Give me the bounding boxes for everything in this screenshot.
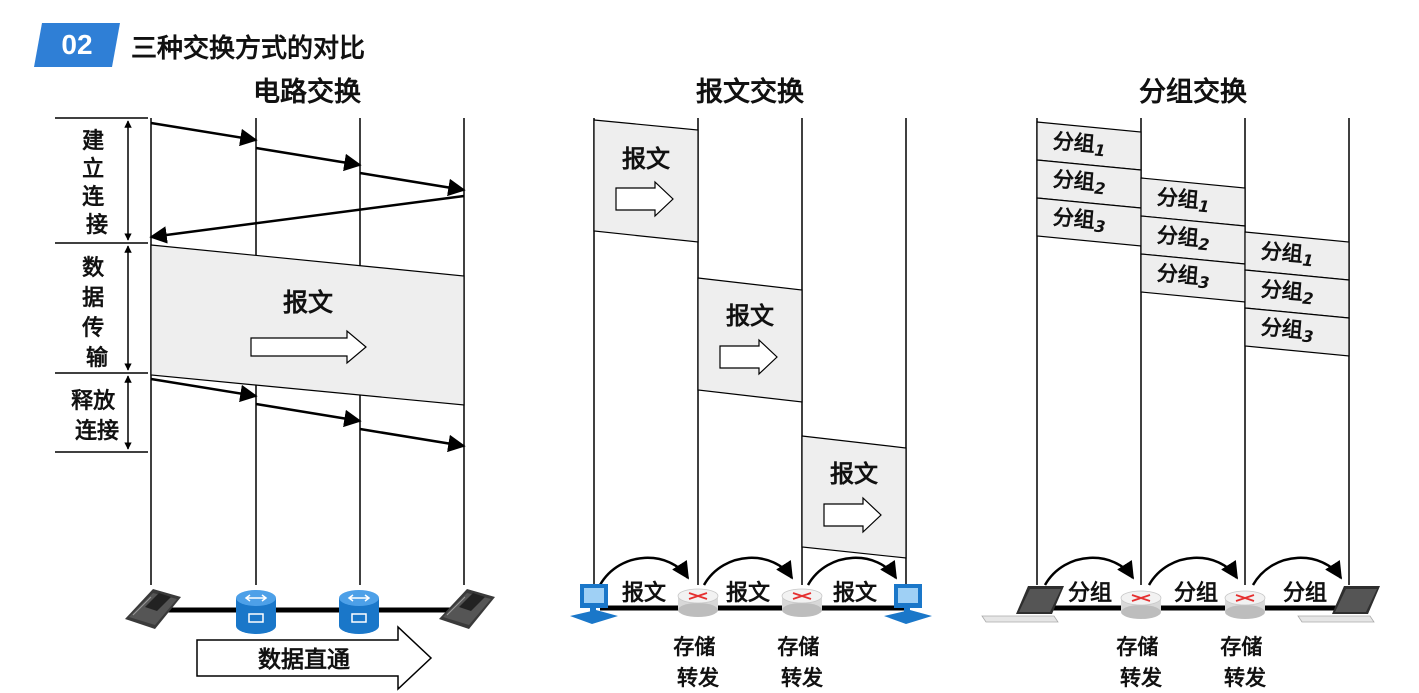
packet-label: 分组2 [1156, 223, 1211, 255]
message-block: 报文 [593, 119, 699, 243]
section-number: 02 [61, 29, 93, 60]
store-forward-label: 存储 转发 [1116, 635, 1165, 690]
circuit-section: 建 立 连 接 数 据 传 输 释放 连接 报文 [55, 117, 495, 691]
hop-label: 报文 [622, 580, 667, 606]
phase-setup-label: 建 立 连 接 [82, 129, 112, 238]
svg-text:报文: 报文 [726, 302, 775, 330]
store-forward-label: 存储 转发 [1220, 635, 1269, 690]
direction-arrow [250, 329, 367, 365]
message-switching-section: 报文 报文 报文 报文 报文 报文 [570, 118, 932, 690]
section-title: 三种交换方式的对比 [131, 34, 366, 64]
store-forward-label: 存储 转发 [673, 635, 722, 690]
phone-icon [439, 589, 495, 629]
setup-arrow [359, 171, 466, 197]
hop-label: 分组 [1068, 580, 1112, 606]
phase-release-label: 释放 连接 [71, 388, 123, 444]
packet-label: 分组2 [1052, 167, 1107, 199]
laptop-icon [981, 586, 1064, 623]
packet-label: 分组1 [1052, 129, 1107, 161]
direction-arrow [719, 338, 778, 376]
message-switching-title: 报文交换 [696, 77, 804, 108]
computer-icon [884, 584, 932, 624]
release-arrow [150, 377, 258, 403]
router-icon [677, 588, 719, 617]
hop-label: 分组 [1174, 580, 1218, 606]
hop-label: 报文 [726, 580, 771, 606]
packet-number: 2 [1093, 179, 1106, 199]
direct-arrow [196, 625, 433, 691]
packet-label: 分组2 [1260, 277, 1315, 309]
packet-switching-title: 分组交换 [1139, 77, 1247, 108]
hop-label: 分组 [1283, 580, 1327, 606]
packet-label: 分组3 [1260, 315, 1315, 347]
laptop-icon [1297, 586, 1380, 623]
direction-arrow [615, 180, 674, 218]
setup-arrow [255, 146, 362, 172]
svg-text:报文: 报文 [622, 145, 671, 173]
router-icon [1120, 590, 1162, 619]
switch-icon [339, 590, 379, 634]
hop-arrow [1043, 556, 1135, 586]
direct-label: 数据直通 [258, 646, 350, 673]
message-block: 报文 [801, 435, 907, 559]
packet-number: 2 [1197, 235, 1210, 255]
hop-arrow [1147, 556, 1239, 586]
packet-number: 3 [1301, 327, 1314, 347]
ack-arrow [149, 194, 465, 244]
hop-arrow [598, 556, 690, 586]
router-icon [1224, 590, 1266, 619]
hop-arrow [1251, 556, 1343, 586]
switch-icon [236, 590, 276, 634]
circuit-message-label: 报文 [283, 288, 334, 317]
release-arrow [359, 427, 466, 453]
packet-block [1244, 307, 1350, 357]
phone-icon [125, 589, 181, 629]
packet-number: 1 [1093, 141, 1106, 161]
release-arrow [255, 402, 362, 428]
store-forward-label: 存储 转发 [777, 635, 826, 690]
packet-label: 分组3 [1052, 205, 1107, 237]
svg-text:报文: 报文 [830, 460, 879, 488]
router-icon [781, 588, 823, 617]
packet-switching-section: 分组1 分组2 分组3 分组1 分组2 分组3 分组1 分组2 分组3 分组 分组 分组 [981, 118, 1380, 690]
data-transfer-band [150, 244, 465, 406]
direction-arrow [823, 496, 882, 534]
computer-icon [570, 584, 618, 624]
packet-number: 3 [1197, 273, 1210, 293]
packet-label: 分组1 [1260, 239, 1315, 271]
packet-number: 1 [1301, 251, 1314, 271]
hop-arrow [702, 556, 794, 586]
section-badge: 02 [34, 23, 120, 67]
setup-arrow [150, 121, 258, 147]
packet-number: 2 [1301, 289, 1314, 309]
phase-transfer-label: 数 据 传 输 [81, 255, 112, 371]
packet-number: 3 [1093, 217, 1106, 237]
packet-number: 1 [1197, 197, 1210, 217]
hop-arrow [806, 556, 898, 586]
packet-label: 分组3 [1156, 261, 1211, 293]
message-block: 报文 [697, 277, 803, 403]
packet-label: 分组1 [1156, 185, 1211, 217]
circuit-title: 电路交换 [253, 77, 361, 108]
hop-label: 报文 [833, 580, 878, 606]
